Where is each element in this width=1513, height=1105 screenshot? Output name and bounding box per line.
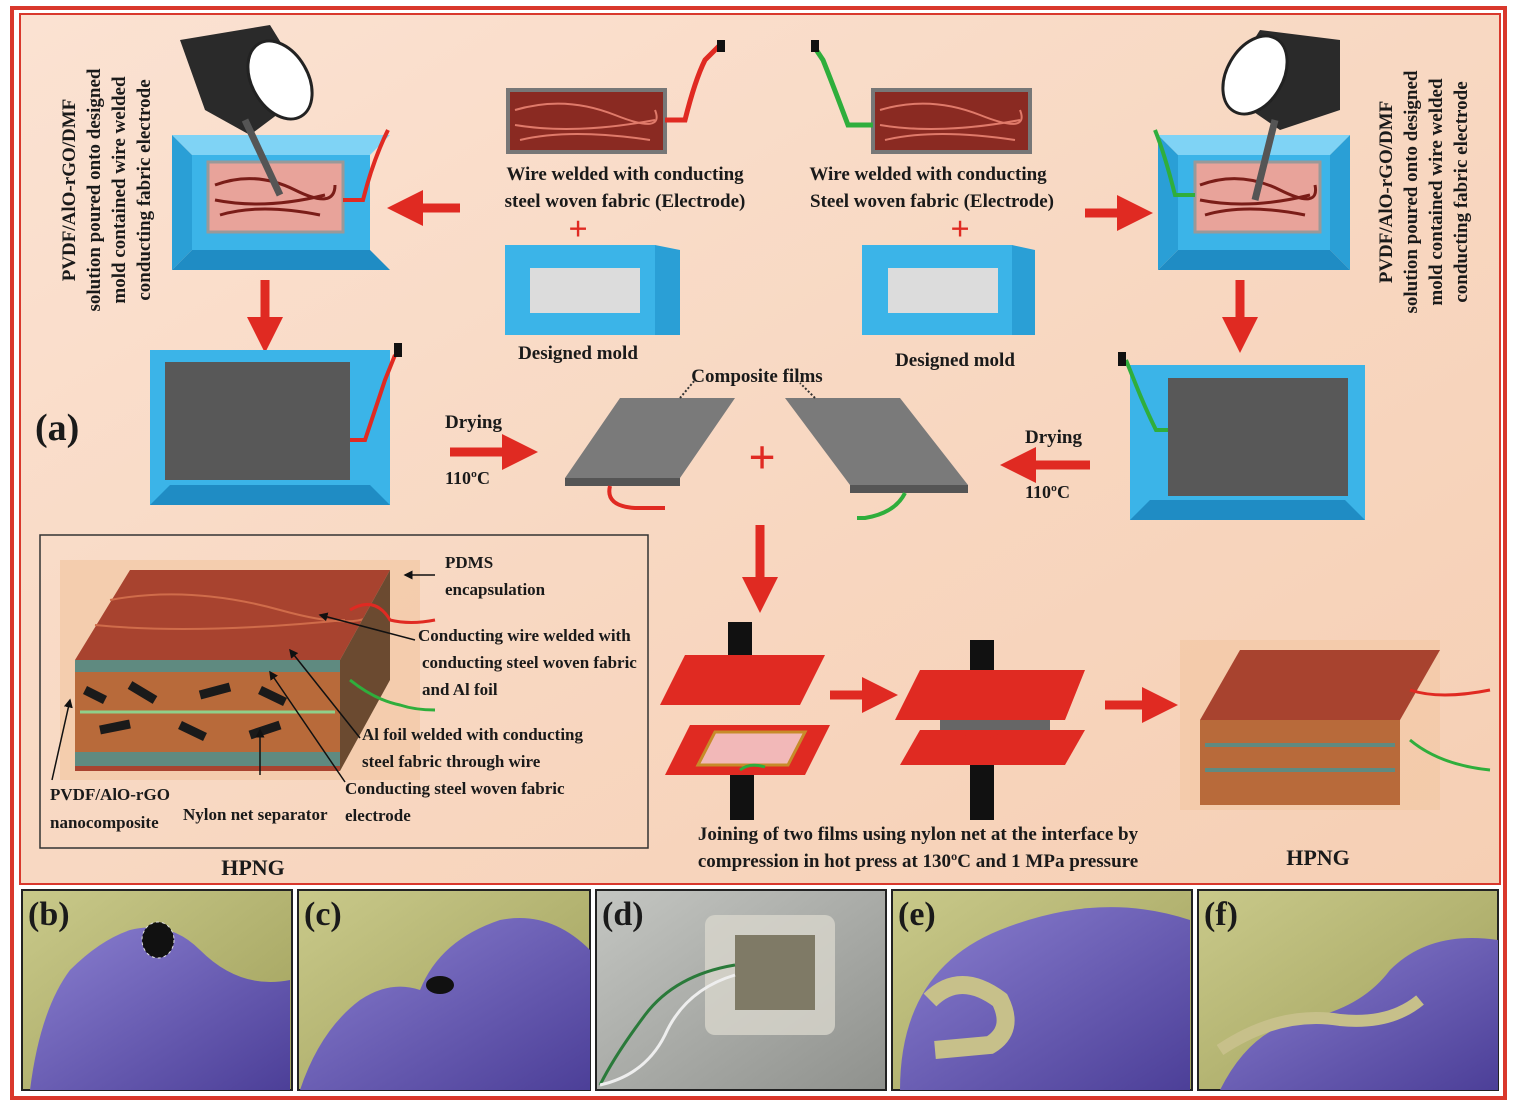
svg-text:solution poured onto designed: solution poured onto designed xyxy=(84,68,105,311)
svg-text:Conducting steel woven fabric: Conducting steel woven fabric xyxy=(345,779,565,798)
inset-pointer-arrows xyxy=(51,570,435,783)
left-dried-mold xyxy=(150,343,402,505)
left-electrode-text: Wire welded with conducting steel woven … xyxy=(505,164,746,212)
svg-text:(e): (e) xyxy=(898,896,936,933)
left-beaker-icon xyxy=(180,25,314,197)
svg-text:(b): (b) xyxy=(28,896,70,933)
plus-sign-right: + xyxy=(950,211,969,248)
svg-text:and Al foil: and Al foil xyxy=(422,680,498,699)
right-dried-mold xyxy=(1118,352,1365,520)
hot-press-closed xyxy=(895,640,1085,820)
svg-text:Nylon net separator: Nylon net separator xyxy=(183,805,328,824)
left-electrode xyxy=(506,40,725,154)
right-temp-label: 110ºC xyxy=(1025,482,1070,502)
svg-text:(f): (f) xyxy=(1204,896,1238,933)
right-drying-label: Drying xyxy=(1025,427,1083,448)
svg-text:PVDF/AlO-rGO: PVDF/AlO-rGO xyxy=(50,785,170,804)
right-beaker-icon xyxy=(1221,30,1340,201)
svg-text:Wire welded with conducting: Wire welded with conducting xyxy=(809,164,1047,185)
hpng-right-label: HPNG xyxy=(1286,845,1350,870)
photo-f: (f) xyxy=(1197,889,1499,1091)
press-caption-line1: Joining of two films using nylon net at … xyxy=(698,824,1139,845)
photo-e: (e) xyxy=(891,889,1193,1091)
right-pouring-mold xyxy=(1153,129,1350,270)
svg-text:Conducting wire welded with: Conducting wire welded with xyxy=(418,626,631,645)
press-caption-line2: compression in hot press at 130ºC and 1 … xyxy=(698,851,1138,872)
right-pour-text: PVDF/AlO-rGO/DMF solution poured onto de… xyxy=(1376,70,1472,313)
svg-text:mold contained wire welded: mold contained wire welded xyxy=(1426,78,1447,306)
svg-text:solution poured onto designed: solution poured onto designed xyxy=(1401,70,1422,313)
svg-text:nanocomposite: nanocomposite xyxy=(50,813,159,832)
svg-text:PDMS: PDMS xyxy=(445,553,493,572)
hpng-inset-box xyxy=(39,534,649,849)
left-designed-mold xyxy=(505,245,680,335)
plus-sign-center: + xyxy=(748,431,775,484)
left-mold-label: Designed mold xyxy=(518,343,638,364)
photo-b: (b) xyxy=(21,889,293,1091)
left-pour-text: PVDF/AlO-rGO/DMF solution poured onto de… xyxy=(59,68,155,311)
svg-text:Steel woven fabric (Electrode): Steel woven fabric (Electrode) xyxy=(810,191,1054,212)
svg-text:Al foil welded with conducting: Al foil welded with conducting xyxy=(362,725,584,744)
left-drying-label: Drying xyxy=(445,412,503,433)
svg-text:(c): (c) xyxy=(304,896,342,933)
hpng-inset-device xyxy=(60,560,436,780)
process-arrows xyxy=(247,190,1258,723)
svg-text:electrode: electrode xyxy=(345,806,411,825)
right-designed-mold xyxy=(862,245,1035,335)
photo-c: (c) xyxy=(297,889,591,1091)
svg-text:PVDF/AlO-rGO/DMF: PVDF/AlO-rGO/DMF xyxy=(59,99,80,282)
composite-films xyxy=(565,379,968,520)
svg-text:conducting fabric electrode: conducting fabric electrode xyxy=(134,79,155,300)
plus-sign-left: + xyxy=(568,211,587,248)
hpng-device-right xyxy=(1180,640,1491,810)
left-temp-label: 110ºC xyxy=(445,468,490,488)
left-pouring-mold xyxy=(172,129,390,270)
composite-films-label: Composite films xyxy=(691,366,822,387)
svg-text:(d): (d) xyxy=(602,896,644,933)
svg-text:encapsulation: encapsulation xyxy=(445,580,546,599)
right-mold-label: Designed mold xyxy=(895,350,1015,371)
photo-d: (d) xyxy=(595,889,887,1091)
svg-text:Wire welded with conducting: Wire welded with conducting xyxy=(506,164,744,185)
svg-text:steel woven fabric (Electrode): steel woven fabric (Electrode) xyxy=(505,191,746,212)
svg-text:conducting steel woven fabric: conducting steel woven fabric xyxy=(422,653,637,672)
inset-labels: PDMS encapsulation Conducting wire welde… xyxy=(50,553,637,832)
svg-text:mold contained wire welded: mold contained wire welded xyxy=(109,76,130,304)
hot-press-open xyxy=(660,622,830,820)
right-electrode xyxy=(811,40,1032,154)
svg-text:PVDF/AlO-rGO/DMF: PVDF/AlO-rGO/DMF xyxy=(1376,101,1397,284)
panel-a-label: (a) xyxy=(35,407,79,449)
svg-text:steel fabric through wire: steel fabric through wire xyxy=(362,752,541,771)
right-electrode-text: Wire welded with conducting Steel woven … xyxy=(809,164,1054,212)
hpng-inset-title: HPNG xyxy=(221,855,285,880)
svg-text:conducting fabric electrode: conducting fabric electrode xyxy=(1451,81,1472,302)
